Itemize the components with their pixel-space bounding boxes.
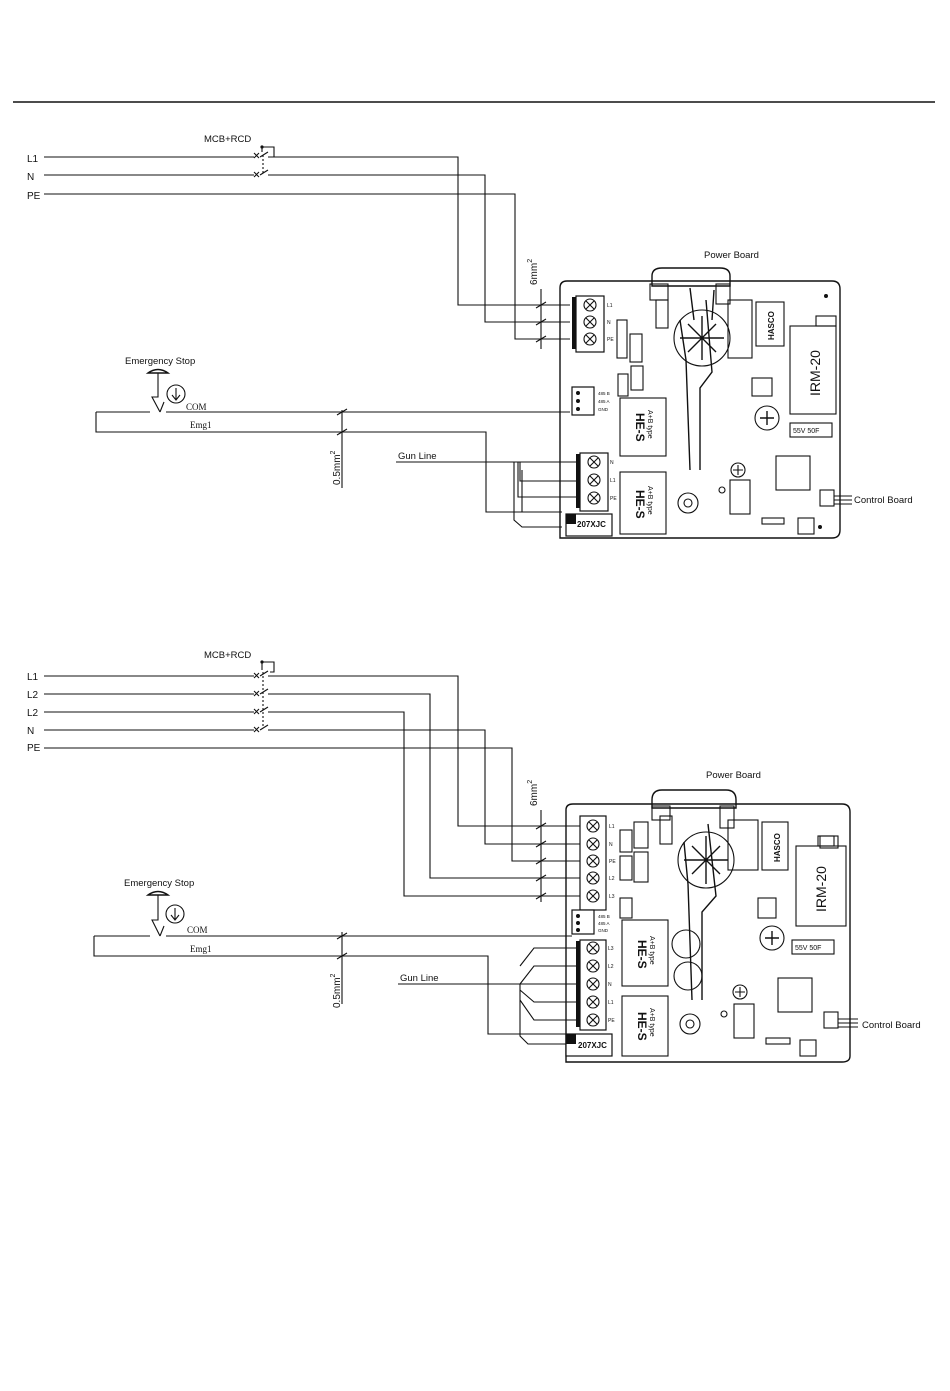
line-label-l1: L1 (27, 672, 39, 683)
wire-emg1 (93, 936, 570, 1035)
line-label-pe: PE (27, 743, 41, 754)
line-label-l2b: L2 (27, 708, 39, 719)
single-phase-diagram: L1 N PE MCB+RCD 6mm2 Emergency Stop (27, 134, 913, 539)
input-terminal-l1: L1 (609, 824, 615, 830)
wire-l3 (44, 711, 580, 897)
input-terminal-n: N (607, 320, 611, 326)
gun-terminal-pe: PE (610, 496, 617, 502)
signal-cable-size-label: 0.5mm2 (330, 450, 343, 485)
estop-label: Emergency Stop (125, 356, 195, 367)
control-board-label: Control Board (854, 495, 913, 506)
gun-line-label: Gun Line (398, 451, 437, 462)
power-board-label: Power Board (706, 770, 761, 781)
emergency-stop-switch (145, 890, 185, 937)
he-s-module-1-label: HE-S (633, 413, 647, 442)
wire-pe (44, 193, 570, 340)
rs485-b-label: 485 B (598, 391, 610, 396)
relay-label: HASCO (767, 311, 776, 340)
line-label-l1: L1 (27, 154, 39, 165)
line-label-pe: PE (27, 191, 41, 202)
emergency-stop-switch (145, 368, 186, 413)
he-s-module-2-label: HE-S (635, 1012, 649, 1041)
cable-size-label: 6mm2 (527, 780, 540, 806)
wire-pe (44, 747, 580, 862)
input-terminal-l2: L2 (609, 876, 615, 882)
estop-label: Emergency Stop (124, 878, 194, 889)
gun-terminal-l1: L1 (608, 1000, 614, 1006)
mcb-rcd-breaker (253, 660, 275, 733)
line-label-n: N (27, 726, 34, 737)
wire-emg1 (95, 412, 562, 513)
emg-label: Emg1 (190, 944, 212, 954)
he-s-module-2-label: HE-S (633, 490, 647, 519)
he-s-module-2-type: A+B type (648, 1008, 655, 1037)
line-label-n: N (27, 172, 34, 183)
breaker-label: MCB+RCD (204, 134, 251, 145)
rs485-gnd-label: GND (598, 928, 609, 933)
mcb-rcd-breaker (253, 145, 275, 178)
he-s-module-1-type: A+B type (648, 936, 655, 965)
rs485-a-label: 485 A (598, 399, 610, 404)
input-terminal-l1: L1 (607, 303, 613, 309)
signal-cable-size-label: 0.5mm2 (330, 973, 343, 1008)
com-label: COM (187, 925, 208, 935)
wire-n (44, 729, 580, 845)
input-terminal-pe: PE (609, 859, 616, 865)
gun-terminal-l1: L1 (610, 478, 616, 484)
relay-label: HASCO (773, 833, 782, 862)
rs485-b-label: 485 B (598, 914, 610, 919)
control-board-label: Control Board (862, 1020, 921, 1031)
cap-label: 55V 50F (793, 428, 819, 435)
input-terminal-l3: L3 (609, 894, 615, 900)
wire-l1 (44, 675, 580, 827)
cap-label: 55V 50F (795, 945, 821, 952)
rs485-a-label: 485 A (598, 921, 610, 926)
input-terminal-pe: PE (607, 337, 614, 343)
gun-line-cable (398, 947, 580, 1045)
power-board-label: Power Board (704, 250, 759, 261)
power-board: L1 N PE L2 L3 485 B 485 A GND HE-S A+B t… (565, 789, 851, 1063)
gun-terminal-n: N (608, 982, 612, 988)
emg-label: Emg1 (190, 420, 212, 430)
wire-l1 (44, 156, 570, 306)
psu-label: IRM-20 (807, 350, 823, 396)
gun-terminal-n: N (610, 460, 614, 466)
three-phase-diagram: L1 L2 L2 N PE MCB+RCD 6mm2 Emergen (27, 650, 921, 1063)
line-label-l2: L2 (27, 690, 39, 701)
gun-line-label: Gun Line (400, 973, 439, 984)
rs485-gnd-label: GND (598, 407, 609, 412)
gun-line-cable (396, 461, 580, 528)
cable-size-label: 6mm2 (527, 259, 540, 285)
power-board: L1 N PE 485 B 485 A GND HE-S A+B type HE… (559, 267, 841, 539)
he-s-module-2-type: A+B type (646, 486, 653, 515)
he-s-module-1-label: HE-S (635, 940, 649, 969)
gun-terminal-l3: L3 (608, 946, 614, 952)
wire-l2 (44, 693, 580, 879)
chip-label: 207XJC (577, 520, 606, 529)
gun-terminal-l2: L2 (608, 964, 614, 970)
psu-label: IRM-20 (813, 866, 829, 912)
gun-terminal-pe: PE (608, 1018, 615, 1024)
wire-n (44, 174, 570, 323)
breaker-label: MCB+RCD (204, 650, 251, 661)
com-label: COM (186, 402, 207, 412)
he-s-module-1-type: A+B type (646, 410, 653, 439)
chip-label: 207XJC (578, 1041, 607, 1050)
input-terminal-n: N (609, 842, 613, 848)
